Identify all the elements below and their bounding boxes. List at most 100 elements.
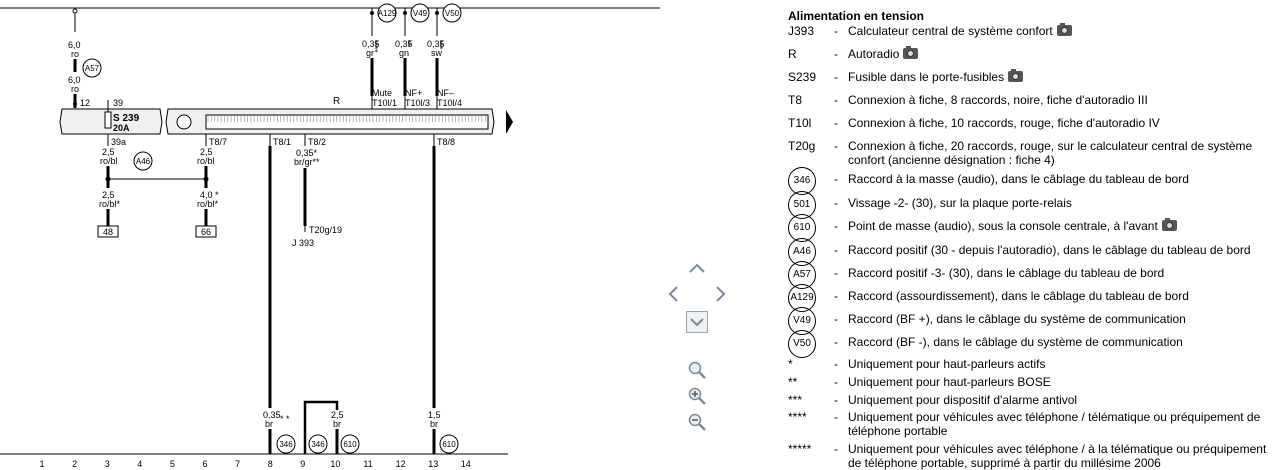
legend-item: 346-Raccord à la masse (audio), dans le …	[788, 167, 1276, 195]
wire-color: br	[333, 419, 341, 429]
camera-icon[interactable]	[1008, 69, 1024, 82]
legend-dash: -	[834, 375, 838, 389]
wire-color: ro/bl*	[99, 199, 121, 209]
legend-item: 501-Vissage -2- (30), sur la plaque port…	[788, 191, 1276, 219]
legend-dash: -	[834, 47, 838, 61]
legend-description: Raccord positif (30 - depuis l'autoradio…	[848, 243, 1251, 257]
connector-v49	[410, 3, 430, 23]
connector-v49-label: V49	[413, 9, 428, 18]
legend-item: *-Uniquement pour haut-parleurs actifs	[788, 357, 1276, 371]
legend-dash: -	[834, 393, 838, 407]
legend-item: A129-Raccord (assourdissement), dans le …	[788, 284, 1276, 312]
pan-right-button[interactable]	[710, 283, 732, 305]
legend-dash: -	[834, 312, 838, 326]
fuse-symbol	[104, 111, 112, 129]
zoom-fit-button[interactable]	[686, 359, 708, 381]
ground-610	[340, 434, 360, 454]
legend-description: Vissage -2- (30), sur la plaque porte-re…	[848, 196, 1072, 210]
legend-dash: -	[834, 24, 838, 38]
wire-color: gn	[399, 48, 409, 58]
connector-v50	[442, 3, 462, 23]
zoom-in-button[interactable]	[686, 385, 708, 407]
legend-item: R-Autoradio	[788, 46, 1276, 61]
j393-label: J 393	[292, 238, 314, 248]
pan-up-button[interactable]	[686, 257, 708, 279]
legend-description: Raccord positif -3- (30), dans le câblag…	[848, 266, 1165, 280]
pin-39a: 39a	[111, 137, 126, 147]
legend-key: *****	[788, 442, 812, 456]
camera-icon[interactable]	[1161, 218, 1177, 231]
pin-name: Mute	[372, 88, 392, 98]
legend-dash: -	[834, 196, 838, 210]
column-number: 10	[330, 459, 340, 469]
legend-dash: -	[834, 93, 838, 107]
legend-item: A57-Raccord positif -3- (30), dans le câ…	[788, 261, 1276, 289]
autoradio-display	[205, 114, 489, 130]
column-number: 2	[72, 459, 77, 469]
legend-description: Connexion à fiche, 20 raccords, rouge, s…	[848, 139, 1253, 167]
ground-346-label: 346	[279, 440, 293, 449]
autoradio-knob	[176, 114, 192, 130]
legend-dash: -	[834, 410, 838, 424]
wire-color: ro/bl	[100, 156, 118, 166]
ground-346	[308, 434, 328, 454]
legend-description: Raccord (assourdissement), dans le câbla…	[848, 289, 1189, 303]
legend-description: Raccord (BF -), dans le câblage du systè…	[848, 335, 1183, 349]
legend-key: S239	[788, 70, 817, 84]
ground-610-label: 610	[343, 440, 357, 449]
wire-gauge: 6,0	[68, 40, 81, 50]
wire-color: br/gr**	[294, 157, 320, 167]
camera-icon[interactable]	[1056, 23, 1072, 36]
legend-item: *****-Uniquement pour véhicules avec tél…	[788, 442, 1276, 470]
pin-number: T10l/1	[372, 98, 397, 108]
wire-color: gr	[366, 48, 374, 58]
connector-v50-label: V50	[445, 9, 460, 18]
column-number: 14	[461, 459, 471, 469]
legend-item: ****-Uniquement pour véhicules avec télé…	[788, 410, 1276, 438]
legend-item: **-Uniquement pour haut-parleurs BOSE	[788, 375, 1276, 389]
fuse-s239-label: S 239	[113, 113, 140, 124]
legend-key: T10l	[788, 116, 812, 130]
legend-dash: -	[834, 219, 838, 233]
legend-dash: -	[834, 335, 838, 349]
pan-down-button[interactable]	[686, 311, 708, 333]
legend-key: T8	[788, 93, 803, 107]
diagram-navigation	[660, 255, 740, 445]
ground-346	[276, 434, 296, 454]
ref-box-48	[97, 225, 119, 238]
legend-dash: -	[834, 139, 838, 153]
legend-description: Point de masse (audio), sous la console …	[848, 218, 1276, 242]
legend-key: T20g	[788, 139, 816, 153]
pin-number: T10l/4	[437, 98, 462, 108]
wire-gauge: 0,35	[395, 39, 413, 49]
legend-description: Calculateur central de système confort	[848, 23, 1276, 38]
zoom-out-icon	[688, 413, 706, 431]
column-number: 8	[268, 459, 273, 469]
legend-description: Autoradio	[848, 46, 1276, 61]
connector-a46-label: A46	[136, 157, 151, 166]
pin-39: 39	[113, 98, 123, 108]
legend-description: Raccord (BF +), dans le câblage du systè…	[848, 312, 1186, 326]
column-number: 11	[363, 459, 372, 469]
legend-description: Uniquement pour dispositif d'alarme anti…	[848, 393, 1078, 407]
legend-key: *	[788, 357, 793, 371]
zoom-out-button[interactable]	[686, 411, 708, 433]
legend-key: J393	[788, 24, 815, 38]
wire-gauge: 6,0	[68, 75, 81, 85]
magnifier-icon	[688, 361, 706, 379]
pin-t8-2: T8/2	[308, 137, 326, 147]
wire-gauge: 2,5	[102, 147, 115, 157]
camera-icon[interactable]	[903, 46, 919, 59]
column-number: 6	[202, 459, 207, 469]
legend-dash: -	[834, 116, 838, 130]
pin-t8-7: T8/7	[209, 137, 227, 147]
legend-description: Connexion à fiche, 10 raccords, rouge, f…	[848, 116, 1160, 130]
legend-dash: -	[834, 172, 838, 186]
pan-left-button[interactable]	[662, 283, 684, 305]
wire-color: ro	[71, 84, 79, 94]
zoom-in-icon	[688, 387, 706, 405]
ref-box-48-label: 48	[103, 227, 113, 237]
wire-gauge: 0,35	[263, 410, 281, 420]
ground-346-label: 346	[311, 440, 325, 449]
wire-gauge: 2,5	[331, 410, 344, 420]
